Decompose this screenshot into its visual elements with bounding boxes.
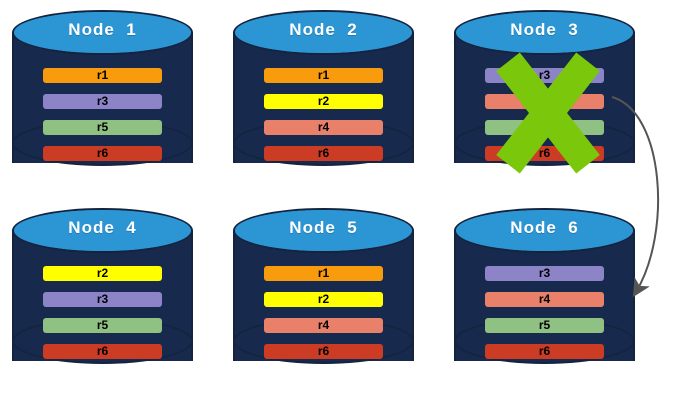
node-title: Node 4 — [68, 218, 137, 237]
replica-bar[interactable]: r3 — [485, 68, 604, 83]
replica-bar[interactable]: r4 — [485, 292, 604, 307]
node-6[interactable]: Node 6 r3 r4 r5 r6 — [454, 208, 635, 383]
replica-list: r1 r2 r4 r6 — [264, 68, 383, 161]
replica-list: r2 r3 r5 r6 — [43, 266, 162, 359]
replica-bar[interactable]: r1 — [43, 68, 162, 83]
replica-bar[interactable]: r6 — [485, 146, 604, 161]
replica-bar[interactable]: r5 — [43, 120, 162, 135]
replica-bar[interactable]: r4 — [264, 120, 383, 135]
replica-list: r1 r2 r4 r6 — [264, 266, 383, 359]
cylinder-top — [233, 208, 414, 253]
node-1[interactable]: Node 1 r1 r3 r5 r6 — [12, 10, 193, 185]
replica-bar[interactable]: r1 — [264, 68, 383, 83]
replica-bar[interactable]: r5 — [485, 120, 604, 135]
node-title: Node 3 — [510, 20, 579, 39]
replica-bar[interactable]: r3 — [43, 292, 162, 307]
node-4[interactable]: Node 4 r2 r3 r5 r6 — [12, 208, 193, 383]
cylinder-top — [454, 208, 635, 253]
replica-bar[interactable]: r5 — [485, 318, 604, 333]
replica-bar[interactable]: r5 — [43, 318, 162, 333]
replica-bar[interactable]: r3 — [43, 94, 162, 109]
replica-bar[interactable]: r1 — [264, 266, 383, 281]
cylinder-top — [12, 10, 193, 55]
replica-bar[interactable]: r2 — [43, 266, 162, 281]
replica-list: r1 r3 r5 r6 — [43, 68, 162, 161]
node-3[interactable]: Node 3 r3 r4 r5 r6 — [454, 10, 635, 185]
node-title: Node 1 — [68, 20, 137, 39]
replica-bar[interactable]: r6 — [485, 344, 604, 359]
replica-bar[interactable]: r2 — [264, 292, 383, 307]
node-title: Node 2 — [289, 20, 358, 39]
replica-bar[interactable]: r6 — [43, 344, 162, 359]
replica-bar[interactable]: r2 — [264, 94, 383, 109]
replica-bar[interactable]: r4 — [264, 318, 383, 333]
replica-bar[interactable]: r4 — [485, 94, 604, 109]
replica-bar[interactable]: r6 — [43, 146, 162, 161]
replica-list: r3 r4 r5 r6 — [485, 68, 604, 161]
node-title: Node 5 — [289, 218, 358, 237]
node-title: Node 6 — [510, 218, 579, 237]
cylinder-top — [233, 10, 414, 55]
replica-bar[interactable]: r6 — [264, 146, 383, 161]
cylinder-top — [454, 10, 635, 55]
replica-bar[interactable]: r3 — [485, 266, 604, 281]
replica-bar[interactable]: r6 — [264, 344, 383, 359]
cylinder-top — [12, 208, 193, 253]
node-5[interactable]: Node 5 r1 r2 r4 r6 — [233, 208, 414, 383]
replica-list: r3 r4 r5 r6 — [485, 266, 604, 359]
node-2[interactable]: Node 2 r1 r2 r4 r6 — [233, 10, 414, 185]
